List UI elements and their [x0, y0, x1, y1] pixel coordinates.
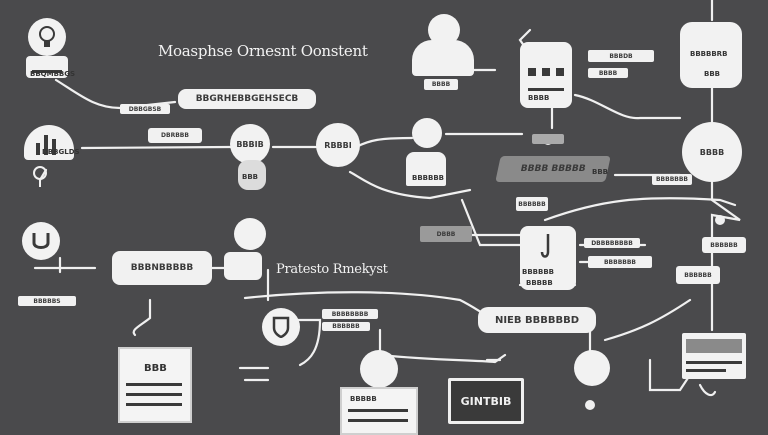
left-tag: DBRBBB — [148, 128, 202, 143]
left-small-tag: BBBBBS — [18, 296, 76, 306]
right-mid-box: BBBBBB — [702, 237, 746, 253]
center-tag: BBBBBB — [516, 197, 548, 211]
bottom-right-bulb — [574, 350, 610, 386]
lightbulb-node — [28, 18, 66, 56]
top-right-tag-2: BBBB — [588, 68, 628, 78]
top-left-node-label: BBQMBBGS — [30, 70, 76, 78]
diagram-subtitle: Pratesto Rmekyst — [276, 262, 388, 277]
central-device-label: BBBBBB — [522, 268, 555, 276]
device-base — [532, 134, 564, 144]
bottom-left-card[interactable]: BBB — [118, 347, 192, 423]
mid-person-body — [406, 152, 446, 186]
mid-band-right: BBB — [592, 168, 609, 176]
central-device[interactable] — [520, 226, 576, 290]
top-right-box[interactable] — [680, 22, 742, 88]
left-round-node[interactable] — [22, 222, 60, 260]
top-center-pill[interactable]: BBGRHEBBGEHSECB — [178, 89, 316, 109]
center-node[interactable]: RBBBI — [316, 123, 360, 167]
bar-chart-icon — [36, 135, 56, 155]
bottom-right-box[interactable]: GINTBIB — [448, 378, 524, 424]
device-node[interactable] — [520, 42, 572, 108]
key-icon — [33, 166, 47, 187]
lower-tag: BBBBBBBB — [322, 309, 378, 319]
center-left-node[interactable]: BBBIB — [230, 124, 270, 164]
bottom-right-screen[interactable] — [682, 333, 746, 379]
left-chart-node — [24, 125, 74, 160]
right-circle-tag: BBBBBBB — [652, 174, 692, 185]
center-person-body — [224, 252, 262, 280]
bottom-center-pill[interactable]: NIEB BBBBBBD — [478, 307, 596, 333]
left-badge-label: DBBGLDS — [42, 148, 80, 156]
bottom-center-card-label: BBBBB — [350, 395, 377, 403]
shield-icon — [272, 316, 290, 338]
right-mid-tag-2: BBBBBBB — [588, 256, 652, 268]
top-right-box-label: BBBBBRB — [690, 50, 728, 58]
top-center-tag: DBBGBSB — [120, 104, 170, 114]
diagram-title: Moasphse Ornesnt Oonstent — [158, 42, 368, 60]
hook-icon — [540, 234, 550, 258]
center-left-panel: DBBB — [420, 226, 472, 242]
right-circle-node[interactable]: BBBB — [682, 122, 742, 182]
mid-person-label: BBBBBB — [412, 174, 445, 182]
person-body — [412, 40, 474, 76]
center-node-sub: BBB — [242, 173, 259, 181]
person-tag: BBBB — [424, 79, 458, 90]
lower-tag-2: BBBBBB — [322, 322, 370, 331]
right-mid-tag-1: DBBBBBBBB — [584, 238, 640, 248]
magnet-icon — [32, 233, 50, 249]
left-pill[interactable]: BBBNBBBBB — [112, 251, 212, 285]
bulb-base — [238, 160, 266, 190]
top-right-box-sub: BBB — [704, 70, 721, 78]
top-right-tag: BBBDB — [588, 50, 654, 62]
bottom-center-card[interactable]: BBBBB — [340, 387, 418, 435]
lightbulb-icon — [39, 26, 55, 47]
top-left-card — [26, 56, 68, 78]
bottom-left-card-label: BBB — [144, 363, 167, 374]
device-label: BBBB — [528, 94, 550, 102]
central-device-mid: BBBBB — [526, 279, 553, 287]
shield-node[interactable] — [262, 308, 300, 346]
center-person-head — [234, 218, 266, 250]
right-mid-box-2: BBBBBB — [676, 266, 720, 284]
mid-person-head — [412, 118, 442, 148]
bottom-person-node — [360, 350, 398, 388]
